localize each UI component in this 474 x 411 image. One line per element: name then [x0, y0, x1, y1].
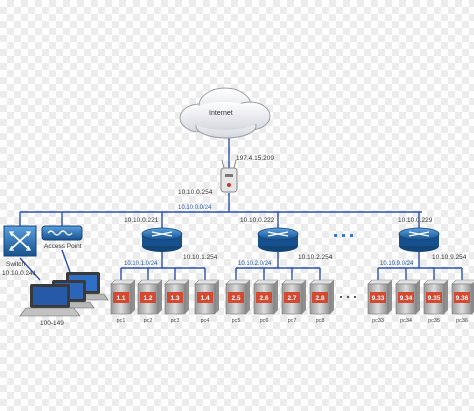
backbone-subnet-label: 10.10.0.0/24	[178, 205, 212, 211]
router-3-subnet: 10.10.9.0/24	[380, 261, 414, 267]
pc-server-icon: 9.35 pc35	[423, 279, 449, 324]
switch-icon	[3, 225, 37, 257]
pc-id-label: 2.8	[315, 295, 324, 302]
switch-label: Switch	[6, 261, 26, 268]
router-2-lan-ip: 10.10.2.254	[298, 254, 333, 261]
pc-id-label: 9.36	[456, 295, 469, 302]
pc-server-icon: 1.2 pc2	[137, 279, 163, 324]
public-ip-label: 197.4.15.209	[236, 155, 274, 162]
laptops-icon	[19, 272, 109, 317]
pc-name-label: pc36	[456, 318, 468, 324]
pc-id-label: 9.34	[400, 295, 413, 302]
pc-server-icon: 1.1 pc1	[110, 279, 136, 324]
pc-name-label: pc4	[201, 318, 210, 324]
pc-name-label: pc2	[144, 318, 153, 324]
pc-server-icon: 9.36 pc36	[451, 279, 474, 324]
pc-server-icon: 2.8 pc8	[309, 279, 335, 324]
router-1-lan-ip: 10.10.1.254	[183, 254, 218, 261]
access-point-icon	[41, 225, 83, 241]
pc-name-label: pc8	[316, 318, 325, 324]
switch-ip-label: 10.10.0.241	[2, 270, 37, 277]
router-3-lan-ip: 10.10.9.254	[432, 254, 467, 261]
router-3-wan-ip: 10.10.0.229	[398, 217, 433, 224]
pc-name-label: pc1	[117, 318, 126, 324]
access-point-label: Access Point	[44, 243, 82, 250]
pc-id-label: 1.2	[143, 295, 152, 302]
pc-id-label: 1.3	[170, 295, 179, 302]
router-2-subnet: 10.10.2.0/24	[238, 261, 272, 267]
link-switch-laptops	[19, 257, 41, 281]
link-ap-laptops	[61, 249, 71, 273]
ellipsis-routers	[334, 234, 353, 237]
laptop-front-icon	[19, 284, 81, 317]
pc-id-label: 2.6	[259, 295, 268, 302]
pc-name-label: pc5	[232, 318, 241, 324]
router-2-wan-ip: 10.10.0.222	[240, 217, 275, 224]
pc-server-icon: 1.3 pc3	[164, 279, 190, 324]
pc-name-label: pc35	[428, 318, 440, 324]
pc-id-label: 2.7	[287, 295, 296, 302]
gateway-device	[220, 159, 238, 193]
gateway-ip-label: 10.10.0.254	[178, 189, 213, 196]
router-1	[141, 227, 183, 252]
pc-id-label: 1.1	[116, 295, 125, 302]
pc-id-label: 1.4	[200, 295, 209, 302]
internet-label: Internet	[209, 110, 233, 117]
pc-server-icon: 9.34 pc34	[395, 279, 421, 324]
pc-id-label: 9.33	[372, 295, 385, 302]
pc-name-label: pc3	[171, 318, 180, 324]
router-3	[398, 227, 440, 252]
pc-name-label: pc6	[260, 318, 269, 324]
pc-id-label: 2.5	[231, 295, 240, 302]
internet-cloud: Internet	[179, 87, 271, 139]
pc-name-label: pc34	[400, 318, 412, 324]
pc-name-label: pc33	[372, 318, 384, 324]
pc-server-icon: 1.4 pc4	[194, 279, 220, 324]
ellipsis-pcs	[340, 296, 356, 298]
pc-server-icon: 2.7 pc7	[281, 279, 307, 324]
pc-name-label: pc7	[288, 318, 297, 324]
pc-id-label: 9.35	[428, 295, 441, 302]
pc-servers: 1.1 pc1 1.2 pc2 1.3 pc3 1.4 pc4 2.5 pc5 2.6 pc6 2.7 p…	[110, 279, 474, 324]
router-1-wan-ip: 10.10.0.221	[124, 217, 159, 224]
pc-server-icon: 9.33 pc33	[367, 279, 393, 324]
pc-server-icon: 2.5 pc5	[225, 279, 251, 324]
router-2	[257, 227, 299, 252]
laptops-range-label: 100-149	[40, 320, 64, 327]
pc-server-icon: 2.6 pc6	[253, 279, 279, 324]
router-1-subnet: 10.10.1.0/24	[124, 261, 158, 267]
